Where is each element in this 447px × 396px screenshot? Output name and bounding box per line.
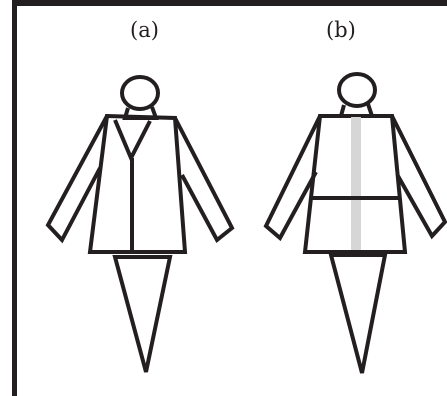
figure-b	[263, 72, 447, 374]
figure-b-center-strip	[351, 117, 361, 250]
figure-a	[45, 75, 235, 373]
figure-b-right-sleeve	[390, 115, 447, 240]
figure-a-jacket-body	[87, 113, 188, 254]
panel-label-b: (b)	[326, 18, 356, 42]
figure-b-skirt	[328, 253, 388, 374]
frame-top-border	[12, 0, 447, 6]
figure-a-lapel	[113, 119, 152, 163]
figure-a-right-sleeve	[173, 117, 235, 244]
figure-a-skirt	[112, 255, 173, 373]
figure-a-left-sleeve	[45, 115, 109, 244]
figure-a-head	[120, 75, 160, 111]
figure-b-left-sleeve	[263, 115, 322, 242]
panel-label-a: (a)	[130, 18, 159, 42]
figure-b-jacket-body	[302, 114, 408, 254]
figure-b-head	[337, 72, 377, 108]
frame-left-border	[12, 0, 17, 396]
